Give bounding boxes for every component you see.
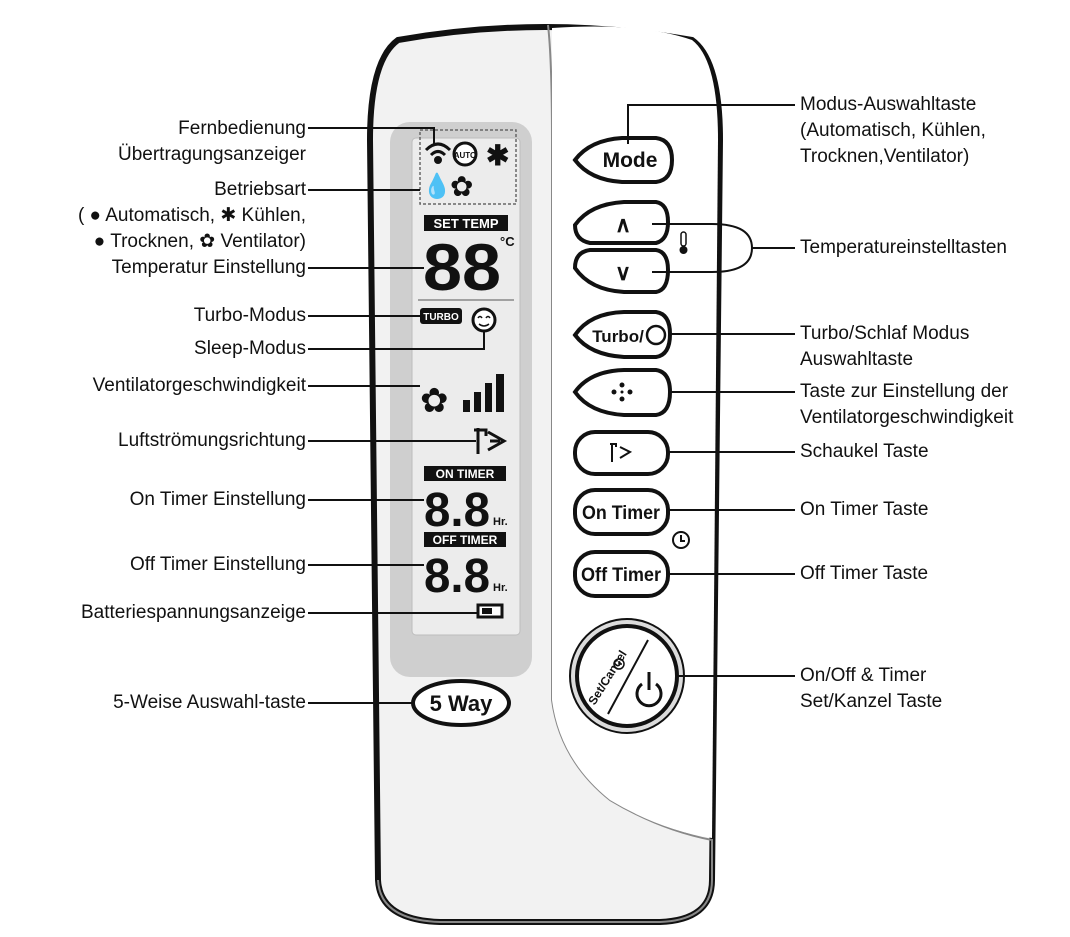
- fan-bar-3: [485, 383, 492, 412]
- swing-icon: [610, 443, 633, 462]
- label-mode-button-line1: Modus-Auswahltaste: [800, 94, 977, 115]
- label-mode-line2: ( ● Automatisch, ✱ Kühlen,: [77, 205, 306, 226]
- lcd-turbo-text: TURBO: [423, 312, 459, 323]
- mode-button[interactable]: Mode: [572, 136, 675, 184]
- label-airflow: Luftströmungsrichtung: [118, 430, 306, 451]
- label-mode-line3: ● Trocknen, ✿ Ventilator): [93, 231, 306, 252]
- cool-mode-icon: ✱: [486, 140, 509, 171]
- off-timer-button[interactable]: Off Timer: [573, 550, 670, 598]
- lcd-auto-text: AUTO: [454, 151, 477, 160]
- thermometer-icon: [679, 231, 688, 254]
- lcd-celsius: °C: [500, 234, 515, 249]
- label-temp-setting: Temperatur Einstellung: [111, 257, 306, 278]
- label-power-line2: Set/Kanzel Taste: [800, 691, 943, 712]
- label-remote-indicator: Fernbedienung Übertragungsanzeiger: [118, 116, 306, 168]
- temp-up-label: ∧: [615, 212, 631, 237]
- turbo-sleep-button[interactable]: Turbo/: [572, 310, 673, 359]
- lcd-set-temp-badge: [424, 215, 508, 231]
- label-mode-button-line3: Trocknen,Ventilator): [800, 146, 970, 167]
- label-turbo-sleep-line2: Auswahltaste: [800, 349, 914, 370]
- dry-mode-icon: 💧: [422, 172, 452, 200]
- label-remote-indicator-line2: Übertragungsanzeiger: [117, 144, 306, 165]
- mode-button-label: Mode: [603, 149, 658, 172]
- auto-mode-icon: AUTO: [452, 141, 478, 167]
- timer-clock-icon: [613, 658, 625, 670]
- fan-dots-icon: [611, 382, 633, 402]
- fan-bar-4: [496, 374, 504, 412]
- remote-button-panel: [377, 24, 713, 923]
- lcd-on-timer-digits: 8.8: [424, 484, 490, 537]
- temp-up-button[interactable]: ∧: [572, 200, 671, 245]
- fan-bar-1: [463, 400, 470, 412]
- lcd-off-timer-text: OFF TIMER: [433, 533, 498, 547]
- fan-speed-icon: ✿: [420, 382, 449, 420]
- leader-lines-right: [627, 104, 795, 677]
- fan-mode-icon: ✿: [450, 171, 473, 202]
- label-mode-button-line2: (Automatisch, Kühlen,: [800, 120, 986, 141]
- temp-down-button[interactable]: ∨: [572, 248, 671, 294]
- label-power: On/Off & Timer Set/Kanzel Taste: [800, 663, 942, 715]
- label-on-timer: On Timer Taste: [800, 499, 929, 520]
- lcd-mode-box: [419, 129, 517, 205]
- temp-down-label: ∨: [615, 260, 631, 285]
- lcd-set-temp-text: SET TEMP: [433, 216, 498, 231]
- power-set-cancel-button[interactable]: Set/Cancel: [569, 618, 685, 734]
- label-mode: Betriebsart ( ● Automatisch, ✱ Kühlen, ●…: [78, 177, 306, 255]
- lcd-off-timer-badge: [424, 532, 506, 547]
- label-off-timer: Off Timer Taste: [800, 563, 929, 584]
- label-fan-button-line2: Ventilatorgeschwindigkeit: [800, 407, 1014, 428]
- label-temp-buttons: Temperatureinstelltasten: [800, 237, 1007, 258]
- on-timer-button[interactable]: On Timer: [573, 488, 670, 536]
- label-off-timer-setting: Off Timer Einstellung: [129, 554, 306, 575]
- turbo-sleep-label: Turbo/: [592, 327, 644, 346]
- label-power-line1: On/Off & Timer: [800, 665, 927, 686]
- label-fan-button: Taste zur Einstellung der Ventilatorgesc…: [800, 379, 1013, 431]
- label-fan-speed: Ventilatorgeschwindigkeit: [92, 375, 306, 396]
- off-timer-label: Off Timer: [581, 565, 662, 586]
- label-fan-button-line1: Taste zur Einstellung der: [800, 381, 1009, 402]
- battery-icon: [476, 603, 504, 619]
- sleep-mode-icon: [471, 307, 497, 333]
- lcd-temp-digits: 88: [423, 230, 501, 304]
- clock-icon: [672, 531, 690, 549]
- label-turbo-mode: Turbo-Modus: [193, 305, 306, 326]
- label-remote-indicator-line1: Fernbedienung: [178, 118, 306, 139]
- label-battery: Batteriespannungsanzeige: [80, 602, 306, 623]
- swing-button[interactable]: [573, 430, 670, 476]
- lcd-off-timer-hours: Hr.: [493, 582, 508, 594]
- label-on-timer-setting: On Timer Einstellung: [129, 489, 306, 510]
- label-sleep-mode: Sleep-Modus: [194, 338, 306, 359]
- lcd-off-timer-digits: 8.8: [424, 550, 490, 603]
- on-timer-label: On Timer: [582, 503, 661, 524]
- label-five-way: 5-Weise Auswahl-taste: [113, 692, 306, 713]
- label-turbo-sleep: Turbo/Schlaf Modus Auswahltaste: [800, 321, 969, 373]
- sleep-face-icon: [645, 324, 667, 346]
- transmit-indicator-icon: [424, 142, 452, 164]
- label-mode-button: Modus-Auswahltaste (Automatisch, Kühlen,…: [800, 92, 986, 170]
- lcd-on-timer-badge: [424, 466, 506, 481]
- label-mode-line1: Betriebsart: [214, 179, 306, 200]
- fan-bar-2: [474, 392, 481, 412]
- airflow-direction-icon: [474, 428, 508, 454]
- lcd-on-timer-hours: Hr.: [493, 516, 508, 528]
- power-icon: [635, 672, 663, 708]
- label-turbo-sleep-line1: Turbo/Schlaf Modus: [800, 323, 970, 344]
- five-way-button[interactable]: 5 Way: [411, 679, 511, 727]
- leader-lines-left: [308, 127, 485, 704]
- lcd-on-timer-text: ON TIMER: [436, 467, 495, 481]
- five-way-label: 5 Way: [430, 691, 494, 716]
- label-swing: Schaukel Taste: [800, 441, 929, 462]
- lcd-turbo-badge: [420, 308, 462, 324]
